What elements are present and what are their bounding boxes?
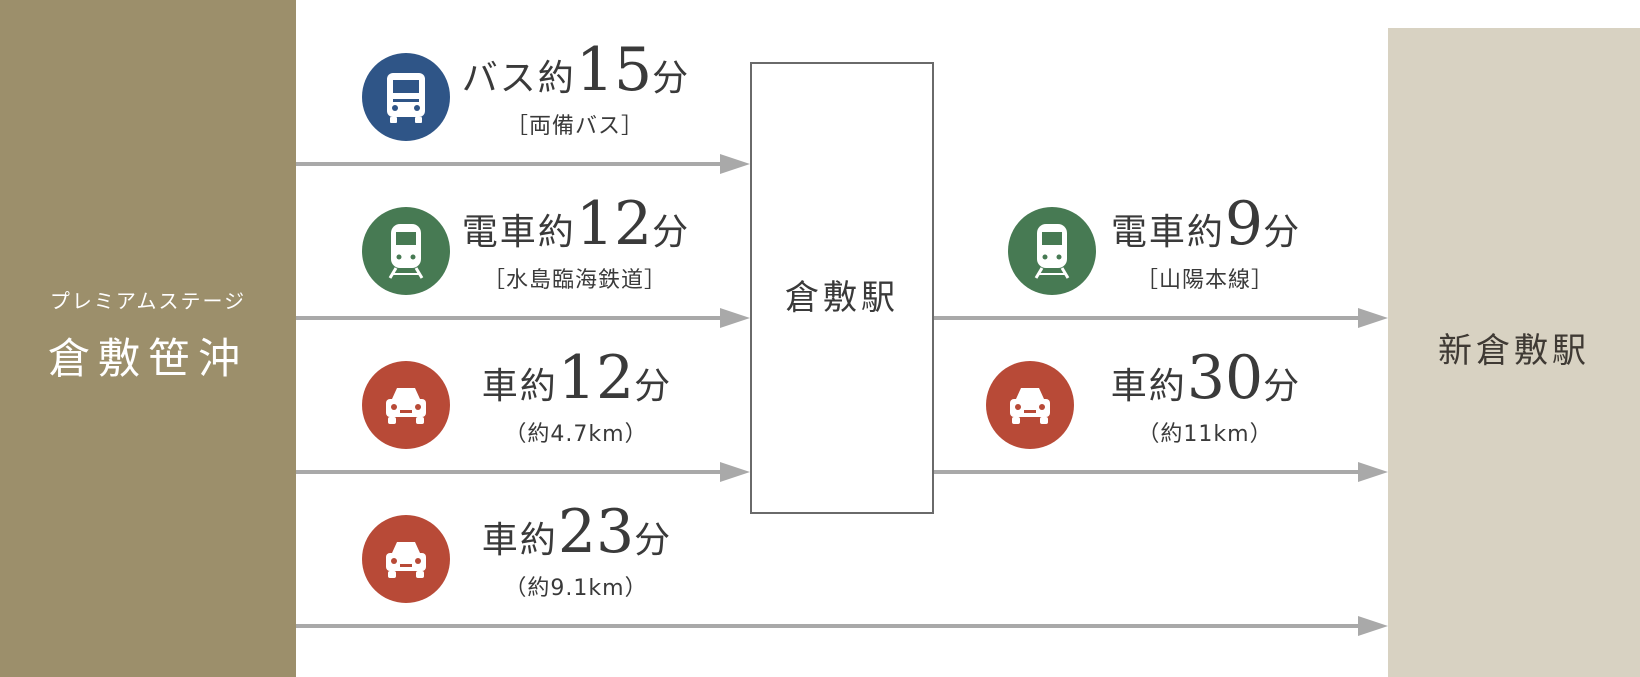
origin-name: 倉敷笹沖 <box>47 334 248 383</box>
bus-mode: バス約 <box>461 58 576 99</box>
train2-mode: 電車約 <box>1110 212 1225 253</box>
train1-note: ［水島臨海鉄道］ <box>482 268 667 293</box>
car2-minutes: 23 <box>557 497 635 567</box>
car3-minutes: 30 <box>1186 343 1264 413</box>
car-icon <box>986 361 1074 449</box>
arrowhead-car3 <box>1358 462 1388 482</box>
car2-mode: 車約 <box>481 520 558 561</box>
train2-note: ［山陽本線］ <box>1135 268 1274 293</box>
hub-station-name: 倉敷駅 <box>785 278 899 318</box>
car-icon <box>362 515 450 603</box>
car-icon <box>362 361 450 449</box>
destination-name: 新倉敷駅 <box>1438 331 1590 371</box>
car1-mode: 車約 <box>481 366 558 407</box>
train1-minutes: 12 <box>575 189 653 259</box>
train-icon <box>1008 207 1096 295</box>
arrowhead-train1 <box>720 308 750 328</box>
train-icon <box>362 207 450 295</box>
car3-route-label: 車約30分 （約11km） <box>1090 348 1320 448</box>
car3-unit: 分 <box>1263 366 1300 407</box>
train1-unit: 分 <box>652 212 689 253</box>
car1-unit: 分 <box>634 366 671 407</box>
bus-unit: 分 <box>652 58 689 99</box>
destination-block: 新倉敷駅 <box>1388 28 1640 677</box>
origin-subtitle: プレミアムステージ <box>49 289 247 313</box>
train1-mode: 電車約 <box>461 212 576 253</box>
bus-icon <box>362 53 450 141</box>
car1-minutes: 12 <box>557 343 635 413</box>
arrowhead-car2 <box>1358 616 1388 636</box>
train2-route-label: 電車約9分 ［山陽本線］ <box>1100 194 1310 294</box>
bus-note: ［両備バス］ <box>505 114 644 139</box>
train1-route-label: 電車約12分 ［水島臨海鉄道］ <box>456 194 694 294</box>
car1-note: （約4.7km） <box>504 422 648 447</box>
bus-route-label: バス約15分 ［両備バス］ <box>460 40 690 140</box>
car2-unit: 分 <box>634 520 671 561</box>
train2-minutes: 9 <box>1224 189 1264 259</box>
arrowhead-car1 <box>720 462 750 482</box>
car2-route-label: 車約23分 （約9.1km） <box>464 502 688 602</box>
origin-block: プレミアムステージ 倉敷笹沖 <box>0 0 296 677</box>
bus-minutes: 15 <box>575 35 653 105</box>
car3-mode: 車約 <box>1110 366 1187 407</box>
train2-unit: 分 <box>1263 212 1300 253</box>
car1-route-label: 車約12分 （約4.7km） <box>464 348 688 448</box>
car3-note: （約11km） <box>1137 422 1273 447</box>
arrowhead-train2 <box>1358 308 1388 328</box>
arrowhead-bus <box>720 154 750 174</box>
hub-station-box: 倉敷駅 <box>750 62 934 514</box>
car2-note: （約9.1km） <box>504 576 648 601</box>
